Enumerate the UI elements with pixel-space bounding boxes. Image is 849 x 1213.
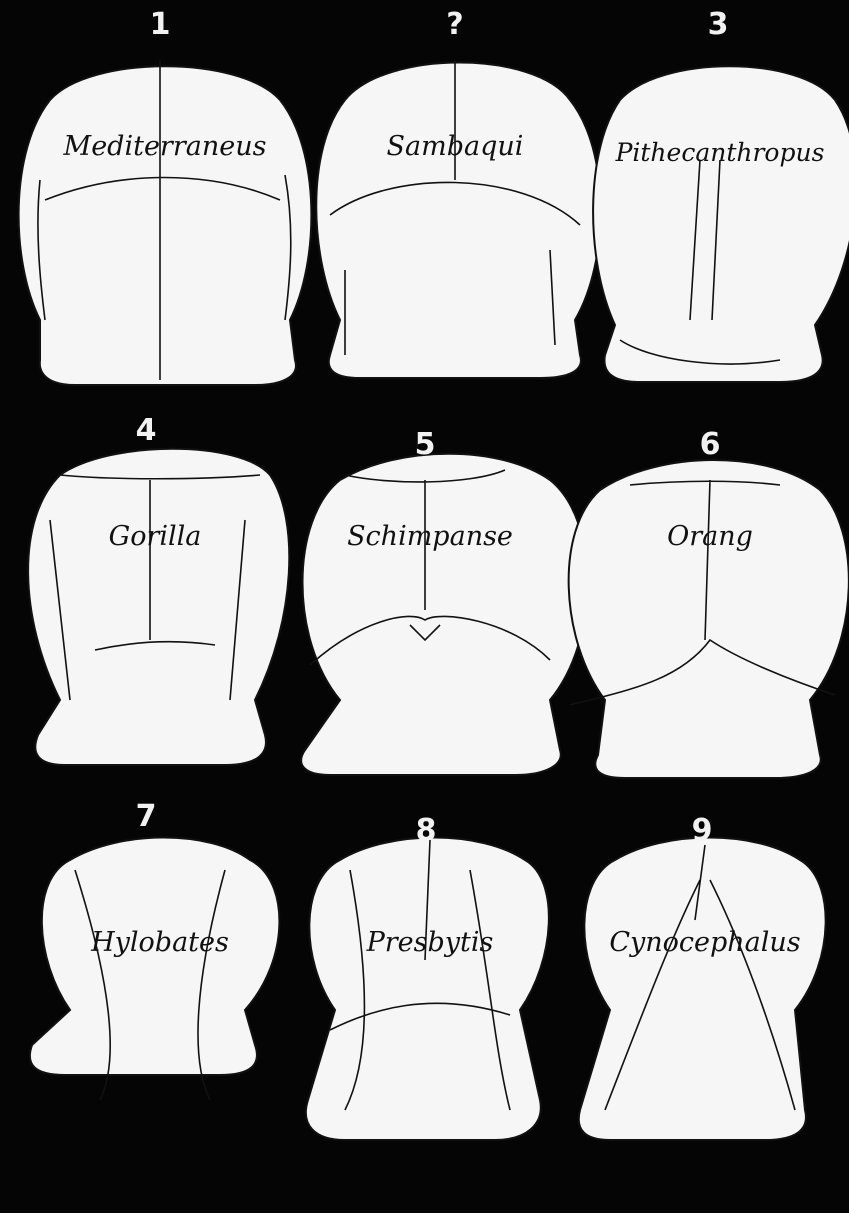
skull-3-outline [593, 66, 849, 382]
skull-number-1: 1 [140, 10, 180, 40]
skull-label-gorilla: Gorilla [60, 522, 250, 552]
skull-label-hylobates: Hylobates [50, 928, 270, 958]
skull-label-schimpanse: Schimpanse [320, 522, 540, 552]
skull-label-sambaqui: Sambaqui [345, 132, 565, 162]
skull-number-3: 3 [698, 10, 738, 40]
skull-label-presbytis: Presbytis [330, 928, 530, 958]
skull-4-outline [28, 449, 289, 765]
skull-label-orang: Orang [600, 522, 820, 552]
skull-label-pithecanthropus: Pithecanthropus [595, 138, 845, 168]
skull-5-outline [301, 454, 587, 775]
skull-number-6: 6 [690, 430, 730, 460]
skull-number-5: 5 [405, 430, 445, 460]
skull-number-2: ? [435, 10, 475, 40]
skull-number-4: 4 [126, 416, 166, 446]
skull-number-8: 8 [406, 816, 446, 846]
skull-1-outline [19, 66, 312, 385]
skull-number-7: 7 [126, 802, 166, 832]
skull-2-outline [316, 63, 600, 379]
skull-number-9: 9 [682, 816, 722, 846]
skull-label-mediterraneus: Mediterraneus [40, 132, 290, 162]
skull-9-outline [579, 838, 826, 1141]
skull-8-outline [306, 838, 549, 1141]
skull-label-cynocephalus: Cynocephalus [585, 928, 825, 958]
